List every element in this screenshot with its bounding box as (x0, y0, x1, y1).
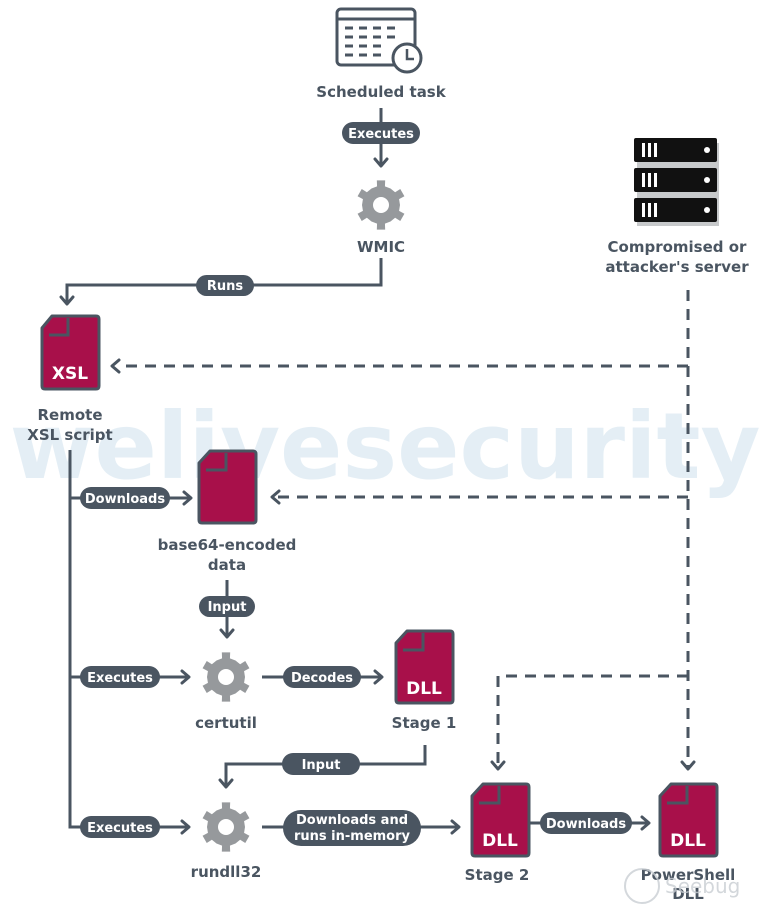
edge-label-runs-in-memory: runs in-memory (294, 829, 411, 844)
arrow-icon (182, 490, 193, 506)
edge-label-pill (80, 816, 160, 838)
powershell-dll-label-line2: DLL (672, 885, 704, 903)
edge-label-pill (80, 487, 170, 509)
certutil-label: certutil (195, 714, 257, 732)
arrow-icon (373, 157, 389, 168)
stage1-file-icon (394, 629, 455, 705)
powershell-dll-label-line1: PowerShell (641, 866, 736, 884)
edge-label-input: Input (302, 758, 341, 773)
gear-icon (357, 180, 405, 230)
gear-icon (202, 652, 250, 702)
base64-label-line1: base64-encoded (158, 536, 297, 554)
wmic-label: WMIC (357, 238, 405, 256)
edge-xsl-trunk (68, 450, 80, 829)
server-label-line2: attacker's server (605, 258, 749, 276)
edge-label-pill (342, 122, 420, 144)
calendar-clock-icon (335, 7, 423, 74)
arrow-icon (219, 628, 235, 639)
edge-label-executes: Executes (87, 821, 153, 836)
edge-server-stage2 (496, 674, 688, 768)
arrow-icon (490, 760, 506, 771)
arrow-icon (450, 819, 461, 835)
edge-label-executes: Executes (348, 127, 414, 142)
gear-hole (218, 669, 234, 685)
arrow-icon (270, 489, 281, 505)
stage1-label: Stage 1 (392, 714, 457, 732)
arrow-icon (680, 760, 696, 771)
arrow-icon (180, 819, 191, 835)
edge-label-downloads-and: Downloads and (296, 813, 408, 828)
base64-label-line2: data (208, 556, 246, 574)
arrow-icon (59, 295, 75, 306)
scheduled-task-label: Scheduled task (316, 83, 446, 101)
watermark-welivesecurity: welivesecurity (10, 393, 761, 500)
gear-hole (373, 197, 389, 213)
edge-label-input: Input (208, 600, 247, 615)
edge-label-pill (196, 275, 254, 296)
stage1-badge: DLL (406, 679, 442, 699)
xsl-file-icon (40, 314, 101, 391)
edge-label-downloads: Downloads (85, 492, 165, 507)
gear-icon (202, 802, 250, 852)
edge-label-pill (282, 753, 360, 775)
stage2-badge: DLL (482, 831, 518, 851)
arrow-icon (110, 358, 121, 374)
arrow-icon (218, 778, 234, 789)
xsl-badge: XSL (52, 364, 88, 384)
edge-label-pill (540, 812, 632, 834)
base64-file-icon (197, 449, 258, 525)
arrow-icon (640, 815, 651, 831)
powershell-dll-badge: DLL (670, 831, 706, 851)
seebug-watermark-icon (624, 868, 660, 904)
edge-label-pill (80, 666, 160, 688)
edge-label-executes: Executes (87, 671, 153, 686)
edge-label-downloads: Downloads (546, 817, 626, 832)
stage2-label: Stage 2 (465, 866, 530, 884)
server-label-line1: Compromised or (608, 238, 748, 256)
edge-label-decodes: Decodes (291, 671, 353, 686)
powershell-dll-file-icon (658, 782, 719, 858)
edge-label-runs: Runs (207, 279, 244, 294)
xsl-label-line2: XSL script (27, 426, 112, 444)
arrow-icon (373, 669, 384, 685)
server-rack-icon (634, 138, 719, 226)
xsl-label-line1: Remote (37, 406, 102, 424)
gear-hole (218, 819, 234, 835)
edge-label-pill (283, 666, 361, 688)
arrow-icon (180, 669, 191, 685)
seebug-watermark: Seebug (665, 874, 740, 898)
stage2-file-icon (470, 782, 531, 858)
edge-label-pill (199, 596, 255, 617)
rundll32-label: rundll32 (191, 863, 262, 881)
edge-label-pill (283, 810, 421, 846)
